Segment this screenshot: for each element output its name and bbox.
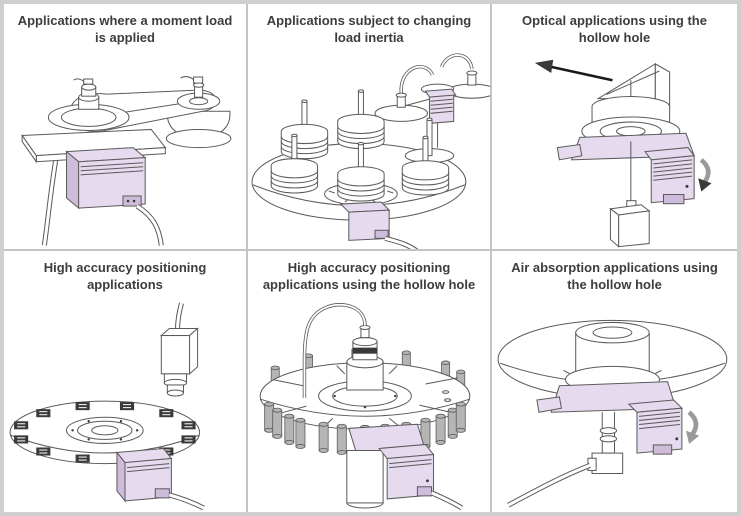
coil-stacks (270, 89, 455, 206)
panel-title: High accuracy positioning applications u… (262, 260, 476, 292)
applications-grid: Applications where a moment load is appl… (4, 4, 737, 512)
camera-lens (163, 373, 188, 397)
center-flange (66, 416, 144, 444)
motor (627, 399, 684, 455)
motor (339, 201, 391, 241)
suction-cup (165, 110, 232, 148)
motor-cable (168, 492, 205, 511)
load-inertia-illustration (251, 53, 490, 249)
hose (399, 53, 474, 94)
panel-high-accuracy-hollow: High accuracy positioning applications u… (248, 251, 490, 512)
moment-load-illustration (21, 75, 232, 246)
panel-air-absorption: Air absorption applications using the ho… (492, 251, 737, 512)
dispenser-tower (346, 324, 384, 391)
air-absorption-illustration (497, 319, 728, 508)
panel-moment-load: Applications where a moment load is appl… (4, 4, 246, 249)
hollow-rotary-stage (556, 116, 695, 161)
dispenser-tube (302, 302, 367, 398)
motor-cable (430, 490, 464, 510)
motor (644, 146, 696, 205)
panel-title: Optical applications using the hollow ho… (522, 13, 707, 45)
panel-load-inertia: Applications subject to changing load in… (248, 4, 490, 249)
motor (115, 447, 173, 503)
motor (378, 443, 435, 500)
high-accuracy-hollow-illustration (259, 302, 471, 510)
rotation-arrow (698, 157, 712, 192)
laser-source (609, 199, 651, 248)
air-pipe (587, 412, 624, 474)
panel-high-accuracy: High accuracy positioning applications (4, 251, 246, 512)
motor-cable (135, 203, 164, 246)
cable (41, 155, 59, 246)
camera (159, 302, 199, 397)
rotation-arrow (685, 410, 700, 444)
high-accuracy-illustration (9, 302, 205, 511)
panel-title: Air absorption applications using the ho… (511, 260, 718, 292)
motor-cable (384, 235, 419, 249)
optical-illustration (534, 59, 712, 248)
panel-title: High accuracy positioning applications (43, 260, 207, 292)
panel-title: Applications where a moment load is appl… (17, 13, 233, 45)
panel-title: Applications subject to changing load in… (266, 13, 472, 45)
air-hose (507, 462, 591, 508)
support-column (346, 449, 384, 509)
prism (596, 62, 671, 108)
motor (65, 146, 147, 209)
panel-optical: Optical applications using the hollow ho… (492, 4, 737, 249)
light-beam-arrow (534, 59, 613, 82)
actuator-hub (47, 78, 130, 131)
winding-unit (374, 53, 490, 148)
